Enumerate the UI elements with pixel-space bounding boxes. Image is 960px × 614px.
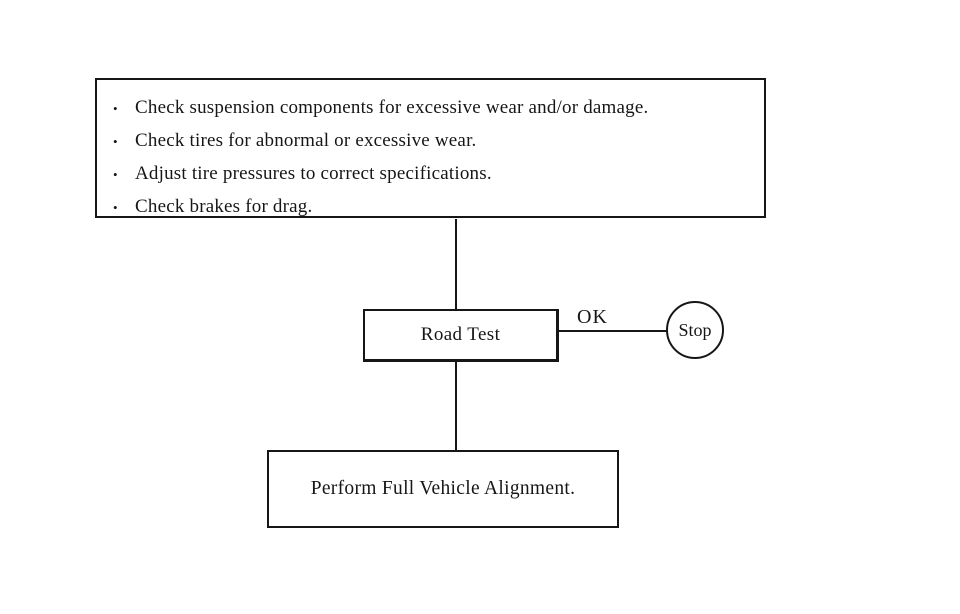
connector-checklist-to-roadtest xyxy=(455,219,457,309)
stop-label: Stop xyxy=(678,319,712,340)
ok-branch-label: OK xyxy=(577,306,608,328)
checklist-item-text: Check brakes for drag. xyxy=(135,196,313,217)
bullet-icon: • xyxy=(113,167,118,182)
checklist-item: • Adjust tire pressures to correct speci… xyxy=(97,157,764,190)
checklist-item-text: Adjust tire pressures to correct specifi… xyxy=(135,163,492,184)
connector-roadtest-to-stop xyxy=(559,330,668,332)
checklist-item-text: Check tires for abnormal or excessive we… xyxy=(135,130,477,151)
road-test-box: Road Test xyxy=(363,309,559,362)
bullet-icon: • xyxy=(113,101,118,116)
bullet-icon: • xyxy=(113,200,118,215)
checklist-item: • Check tires for abnormal or excessive … xyxy=(97,124,764,157)
checklist-item: • Check suspension components for excess… xyxy=(97,91,764,124)
connector-roadtest-to-alignment xyxy=(455,361,457,451)
stop-terminal: Stop xyxy=(666,301,724,359)
alignment-label: Perform Full Vehicle Alignment. xyxy=(310,478,576,499)
checklist-box: • Check suspension components for excess… xyxy=(95,78,766,218)
checklist-item-text: Check suspension components for excessiv… xyxy=(135,97,649,118)
road-test-label: Road Test xyxy=(420,324,501,345)
alignment-box: Perform Full Vehicle Alignment. xyxy=(267,450,619,528)
bullet-icon: • xyxy=(113,134,118,149)
checklist-item: • Check brakes for drag. xyxy=(97,190,764,223)
